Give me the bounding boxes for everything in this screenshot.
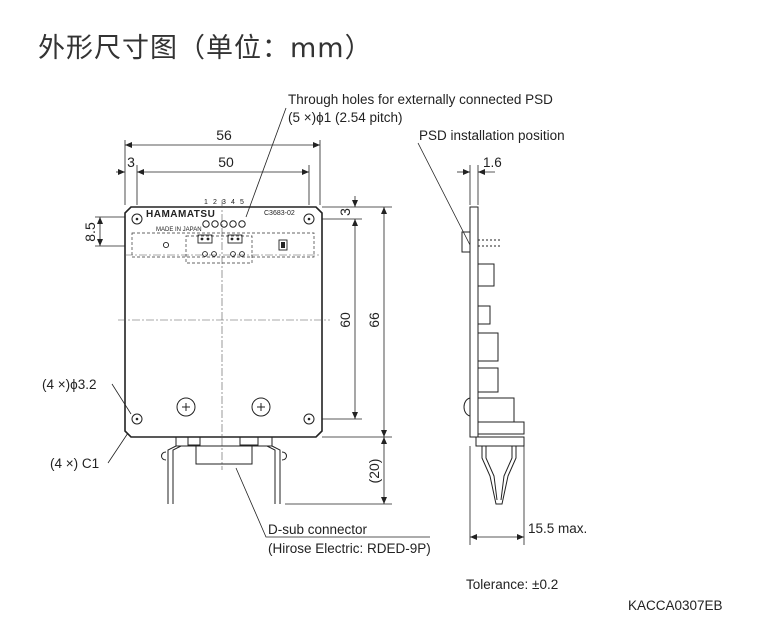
dsub-note-line1: D-sub connector xyxy=(268,522,368,537)
dim-label-3-top: 3 xyxy=(337,208,353,216)
tolerance-note: Tolerance: ±0.2 xyxy=(466,577,559,592)
pin-number: 3 xyxy=(222,199,226,206)
chamfer-note: (4 ×) C1 xyxy=(50,456,99,471)
dim-label-3-left: 3 xyxy=(127,154,135,170)
side-dimension-lines xyxy=(457,165,525,545)
dim-label-1-6: 1.6 xyxy=(483,155,502,170)
internal-dashed-outline xyxy=(131,232,315,264)
drawing-code: KACCA0307EB xyxy=(628,598,723,613)
dim-label-8-5: 8.5 xyxy=(82,222,98,242)
board-outline xyxy=(124,206,323,438)
through-holes-note-line1: Through holes for externally connected P… xyxy=(288,92,553,107)
psd-pin-holes xyxy=(202,220,246,228)
dsub-note-line2: (Hirose Electric: RDED-9P) xyxy=(268,541,431,556)
dim-label-15-5: 15.5 max. xyxy=(528,521,587,536)
trimmer-crosses xyxy=(182,403,265,411)
center-lines xyxy=(118,200,330,470)
psd-position-note: PSD installation position xyxy=(419,128,565,143)
through-holes-note-line2: (5 ×)ϕ1 (2.54 pitch) xyxy=(288,110,403,125)
page-title: 外形尺寸图（单位：mm） xyxy=(38,33,373,64)
dsub-connector xyxy=(161,436,287,504)
mount-hole-tl xyxy=(131,213,143,225)
mount-hole-br xyxy=(303,413,315,425)
mount-hole-bl xyxy=(131,413,143,425)
mount-holes-note: (4 ×)ϕ3.2 xyxy=(42,377,96,392)
pin-number: 1 xyxy=(204,199,208,206)
brand-logo-text: HAMAMATSU xyxy=(146,209,215,220)
dim-label-60: 60 xyxy=(337,312,353,328)
mount-hole-centers xyxy=(135,217,311,421)
mount-hole-tr xyxy=(303,213,315,225)
pin-number: 2 xyxy=(213,199,217,206)
pin-number: 5 xyxy=(240,199,244,206)
pin-numbers: 1 2 3 4 5 xyxy=(204,199,244,206)
made-in-label: MADE IN JAPAN xyxy=(156,227,202,233)
dim-label-20: (20) xyxy=(366,459,382,484)
dim-label-66: 66 xyxy=(366,312,382,328)
leader-lines xyxy=(107,107,471,538)
dim-label-50: 50 xyxy=(218,154,234,170)
board-model-label: C3683-02 xyxy=(264,210,295,217)
front-dimension-lines xyxy=(97,142,387,504)
pin-number: 4 xyxy=(231,199,235,206)
mounting-holes xyxy=(131,213,315,425)
board-components xyxy=(162,234,288,257)
dim-label-56: 56 xyxy=(216,127,232,143)
trimmers xyxy=(176,397,271,417)
board-component-dots xyxy=(200,237,285,248)
side-board xyxy=(469,206,479,438)
side-view xyxy=(461,206,525,505)
